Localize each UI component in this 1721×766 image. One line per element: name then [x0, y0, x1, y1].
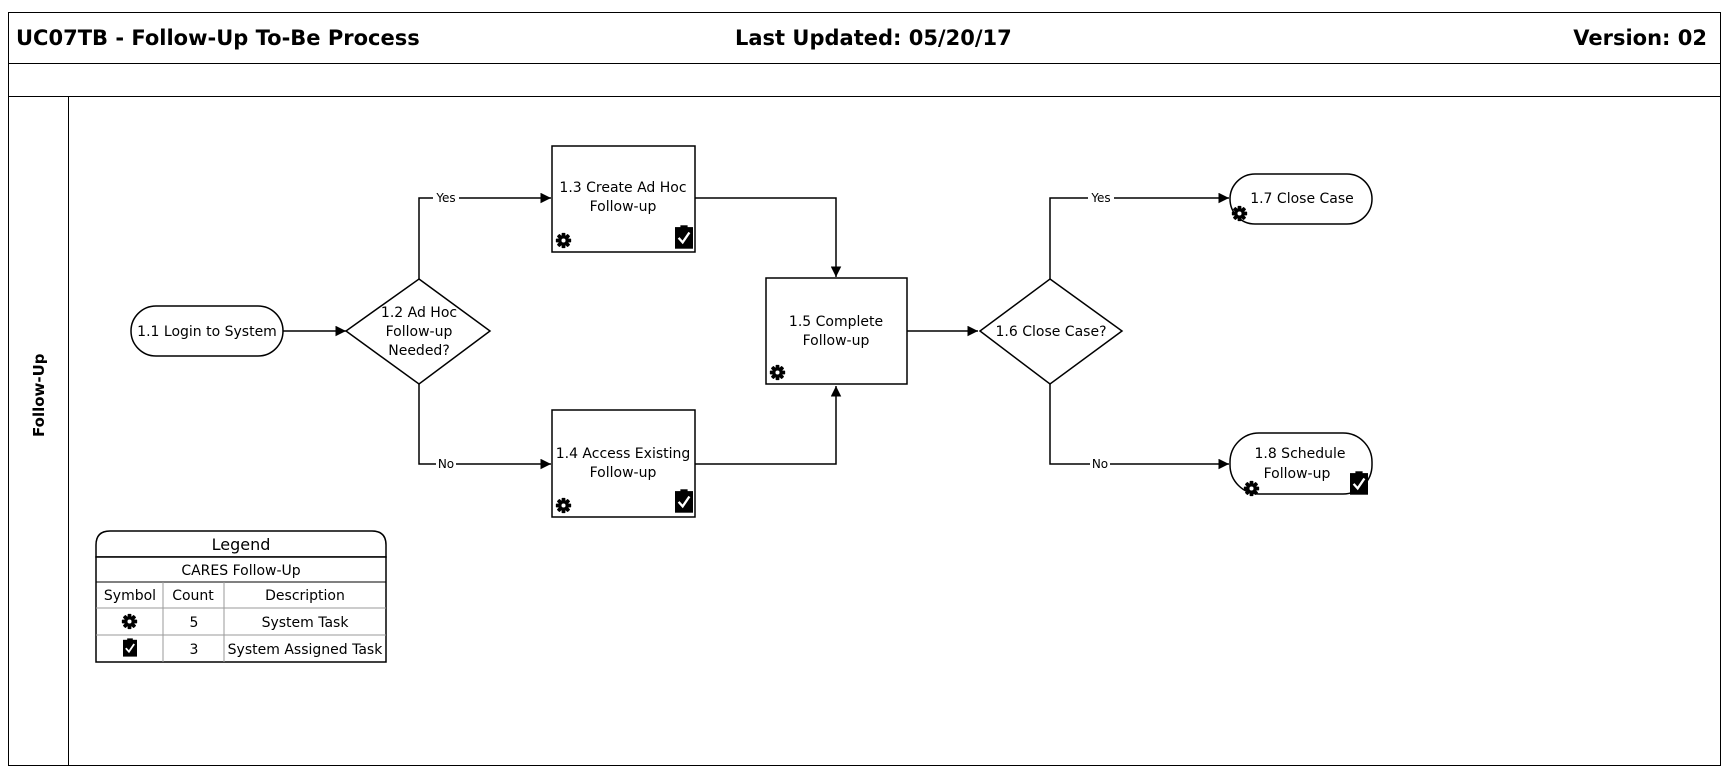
gear-icon — [555, 232, 572, 249]
gear-icon — [121, 613, 138, 630]
step-label: 1.2 Ad Hoc — [381, 305, 457, 321]
edge-label-yes: Yes — [435, 191, 455, 205]
edge-label-layer: Yes No Yes No — [433, 191, 1114, 471]
edge-1-6-to-1-7-yes — [1049, 192, 1229, 279]
step-1-2-ad-hoc-needed-decision: 1.2 Ad Hoc Follow-up Needed? — [344, 278, 492, 385]
edge-label-yes: Yes — [1090, 191, 1110, 205]
check-task-icon — [1350, 471, 1368, 495]
edge-1-4-to-1-5 — [695, 386, 842, 465]
step-label: Follow-up — [386, 324, 453, 340]
gear-icon — [555, 497, 572, 514]
step-label: Follow-up — [590, 199, 657, 215]
step-label: 1.6 Close Case? — [996, 324, 1107, 340]
legend-description: System Task — [262, 615, 350, 631]
step-label: Follow-up — [1264, 466, 1331, 482]
legend-col-symbol: Symbol — [104, 588, 156, 604]
step-label: 1.4 Access Existing — [556, 446, 691, 462]
gear-icon — [769, 364, 786, 381]
legend: Legend CARES Follow-Up Symbol Count Desc… — [95, 530, 387, 663]
edge-1-2-to-1-3-yes — [418, 192, 551, 279]
version: Version: 02 — [1573, 26, 1707, 50]
gear-icon — [1231, 205, 1248, 222]
gear-icon — [1243, 480, 1260, 497]
step-label: Needed? — [388, 343, 450, 359]
legend-title: Legend — [212, 535, 271, 554]
diagram-title: UC07TB - Follow-Up To-Be Process — [16, 26, 420, 50]
legend-subtitle: CARES Follow-Up — [181, 563, 300, 579]
legend-count: 5 — [190, 615, 199, 631]
check-task-icon — [675, 225, 693, 249]
step-1-4-access-existing-follow-up: 1.4 Access Existing Follow-up — [551, 409, 696, 518]
last-updated: Last Updated: 05/20/17 — [735, 26, 1012, 50]
legend-col-description: Description — [265, 588, 345, 604]
step-label: Follow-up — [590, 465, 657, 481]
step-label: 1.7 Close Case — [1250, 191, 1354, 207]
step-1-7-close-case: 1.7 Close Case — [1229, 173, 1373, 225]
legend-col-count: Count — [172, 588, 214, 604]
step-label: 1.1 Login to System — [137, 324, 277, 340]
step-label: 1.3 Create Ad Hoc — [559, 180, 686, 196]
check-task-icon — [123, 638, 137, 657]
step-label: Follow-up — [803, 333, 870, 349]
step-label: 1.8 Schedule — [1254, 446, 1345, 462]
edge-1-2-to-1-4-no — [418, 384, 551, 470]
step-1-5-complete-follow-up: 1.5 Complete Follow-up — [765, 277, 908, 385]
step-label: 1.5 Complete — [789, 314, 883, 330]
step-1-8-schedule-follow-up: 1.8 Schedule Follow-up — [1229, 432, 1373, 497]
edge-1-6-to-1-8-no — [1049, 384, 1229, 470]
edge-1-3-to-1-5 — [695, 197, 842, 277]
check-task-icon — [675, 489, 693, 513]
legend-count: 3 — [190, 642, 199, 658]
step-1-1-login-to-system: 1.1 Login to System — [130, 305, 284, 357]
legend-description: System Assigned Task — [228, 642, 384, 658]
edge-label-no: No — [1092, 457, 1108, 471]
edge-layer — [283, 192, 1229, 470]
step-1-6-close-case-decision: 1.6 Close Case? — [978, 278, 1124, 385]
step-1-3-create-ad-hoc-follow-up: 1.3 Create Ad Hoc Follow-up — [551, 145, 696, 253]
edge-label-no: No — [438, 457, 454, 471]
